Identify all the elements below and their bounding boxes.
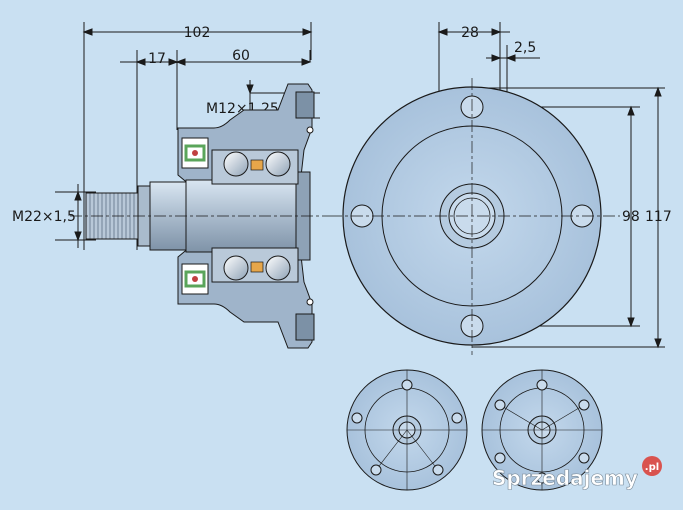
offset-28-label: 28 — [461, 25, 479, 41]
thread-length-label: 17 — [148, 51, 166, 67]
watermark-suffix: .pl — [645, 462, 659, 473]
bolt-circle-label: 98 — [622, 209, 640, 225]
offset-2-5-label: 2,5 — [514, 40, 536, 56]
ball-cage — [250, 159, 264, 171]
dimension-shaft-thread — [55, 184, 96, 248]
bearing-ball — [223, 255, 249, 281]
dimension-overall-length — [82, 22, 313, 250]
ball-cage — [250, 261, 264, 273]
shaft-thread-label: M22×1,5 — [12, 209, 76, 225]
small-view-right — [481, 369, 603, 491]
small-view-left — [346, 369, 468, 491]
side-view: 102 17 60 M12×1,25 M22×1,5 — [12, 22, 330, 349]
watermark-badge — [642, 456, 662, 476]
bearing-ball — [223, 151, 249, 177]
dimension-diameters — [472, 86, 665, 349]
flange-length-label: 60 — [232, 48, 250, 64]
front-centerlines — [330, 78, 620, 355]
flange-diameter-label: 117 — [645, 209, 672, 225]
seal-lower — [181, 263, 209, 295]
watermark-text: Sprzedajemy — [492, 466, 638, 490]
overall-length-label: 102 — [184, 25, 211, 41]
seal-upper — [181, 137, 209, 169]
bearing-ball — [265, 255, 291, 281]
front-view: 28 2,5 98 117 — [330, 22, 672, 355]
bearing-ball — [265, 151, 291, 177]
hub-bolt-upper — [295, 91, 315, 119]
watermark: Sprzedajemy .pl — [492, 456, 662, 490]
hub-bolt-lower — [295, 313, 315, 341]
